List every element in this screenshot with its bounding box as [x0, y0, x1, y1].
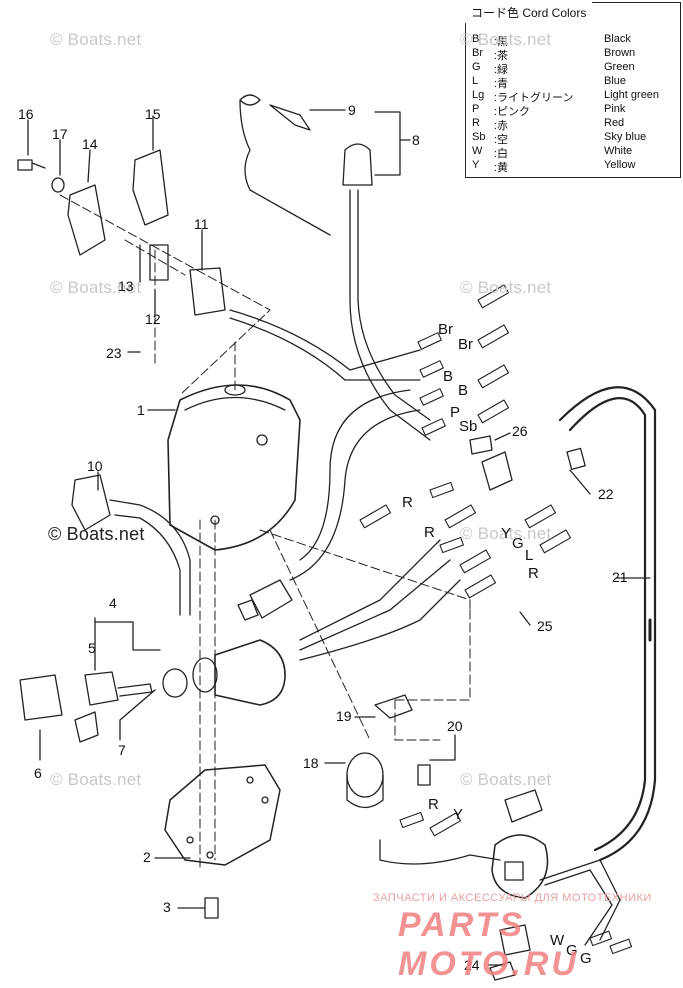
- legend-en: Blue: [604, 75, 627, 87]
- watermark: © Boats.net: [460, 524, 552, 543]
- watermark: © Boats.net: [48, 524, 145, 544]
- legend-jp: :青: [494, 78, 509, 90]
- legend-en: White: [604, 145, 633, 157]
- legend-jp: :黄: [494, 162, 509, 174]
- watermark: © Boats.net: [50, 770, 142, 789]
- wire-tag: Sb: [459, 418, 478, 435]
- callout-14: 14: [82, 136, 98, 152]
- callout-25: 25: [537, 618, 553, 634]
- legend-code: Y: [472, 159, 480, 171]
- callout-7: 7: [118, 742, 126, 758]
- callout-2: 2: [143, 849, 151, 865]
- legend-row: G :緑 Green: [472, 61, 676, 76]
- legend-row: L :青 Blue: [472, 75, 676, 90]
- legend-row: Lg :ライトグリーン Light green: [472, 89, 676, 104]
- legend-code: W: [472, 145, 483, 157]
- legend-jp: :黒: [494, 36, 509, 48]
- wire-tag: Br: [458, 336, 473, 353]
- legend-code: L: [472, 75, 479, 87]
- legend-en: Brown: [604, 47, 636, 59]
- wire-tag: B: [458, 382, 469, 399]
- wire-tag: G: [580, 950, 592, 967]
- callout-26: 26: [512, 423, 528, 439]
- legend-code: R: [472, 117, 480, 129]
- callout-12: 12: [145, 311, 161, 327]
- wire-tag: R: [528, 565, 539, 582]
- legend-row: W :白 White: [472, 145, 676, 160]
- legend-jp: :空: [494, 134, 509, 146]
- legend-title: コード色 Cord Colors: [465, 2, 593, 23]
- legend-code: Lg: [472, 89, 485, 101]
- wire-tag: G: [512, 535, 524, 552]
- watermark: © Boats.net: [50, 30, 142, 49]
- legend-row: P :ピンク Pink: [472, 103, 676, 118]
- watermark: © Boats.net: [460, 30, 552, 49]
- legend-code: Br: [472, 47, 483, 59]
- legend-en: Sky blue: [604, 131, 647, 143]
- callout-10: 10: [87, 458, 103, 474]
- legend-row: Br :茶 Brown: [472, 47, 676, 62]
- callout-5: 5: [88, 640, 96, 656]
- callout-16: 16: [18, 106, 34, 122]
- callout-13: 13: [118, 278, 134, 294]
- legend-code: Sb: [472, 131, 486, 143]
- legend-code: P: [472, 103, 480, 115]
- watermark: © Boats.net: [50, 278, 142, 297]
- legend-jp: :ピンク: [494, 106, 531, 118]
- legend-row: R :赤 Red: [472, 117, 676, 132]
- wire-tag: R: [402, 494, 413, 511]
- legend-row: Sb :空 Sky blue: [472, 131, 676, 146]
- legend-en: Light green: [604, 89, 660, 101]
- callout-22: 22: [598, 486, 614, 502]
- legend-jp: :赤: [494, 120, 509, 132]
- legend-en: Green: [604, 61, 635, 73]
- callout-20: 20: [447, 718, 463, 734]
- callout-4: 4: [109, 595, 117, 611]
- callout-3: 3: [163, 899, 171, 915]
- callout-17: 17: [52, 126, 68, 142]
- legend-jp: :ライトグリーン: [494, 92, 574, 104]
- legend-jp: :白: [494, 148, 509, 160]
- callout-21: 21: [612, 569, 628, 585]
- brand-logo: PARTS MOTO.RU: [398, 906, 579, 983]
- callout-11: 11: [194, 216, 209, 232]
- callout-18: 18: [303, 755, 319, 771]
- callout-19: 19: [336, 708, 352, 724]
- watermark: © Boats.net: [460, 278, 552, 297]
- wire-tag: Y: [501, 525, 512, 542]
- wire-tag: W: [550, 932, 565, 949]
- legend-code: G: [472, 61, 481, 73]
- legend-en: Black: [604, 33, 631, 45]
- callout-8: 8: [412, 132, 420, 148]
- wire-tag: G: [566, 942, 578, 959]
- wire-tag: P: [450, 404, 461, 421]
- legend-en: Pink: [604, 103, 626, 115]
- callout-23: 23: [106, 345, 122, 361]
- legend-jp: :茶: [494, 50, 509, 62]
- wire-tag: Br: [438, 321, 453, 338]
- legend-en: Red: [604, 117, 625, 129]
- legend-en: Yellow: [604, 159, 636, 171]
- wire-tag: R: [424, 524, 435, 541]
- wire-tag: B: [443, 368, 454, 385]
- wire-tag: Y: [453, 806, 464, 823]
- legend-code: B: [472, 33, 480, 45]
- cord-colors-legend: コード色 Cord Colors B :黒 Black Br :茶 Brown …: [465, 2, 681, 178]
- callout-6: 6: [34, 765, 42, 781]
- legend-row: Y :黄 Yellow: [472, 159, 676, 174]
- watermark: © Boats.net: [460, 770, 552, 789]
- brand-subtitle: ЗАПЧАСТИ И АКСЕССУАРЫ ДЛЯ МОТОТЕХНИКИ: [373, 892, 652, 904]
- legend-jp: :緑: [494, 64, 509, 76]
- wire-tag: L: [525, 547, 534, 564]
- legend-row: B :黒 Black: [472, 33, 676, 48]
- callout-9: 9: [348, 102, 356, 118]
- callout-15: 15: [145, 106, 161, 122]
- callout-1: 1: [137, 402, 145, 418]
- wire-tag: R: [428, 796, 439, 813]
- callout-24: 24: [464, 957, 480, 973]
